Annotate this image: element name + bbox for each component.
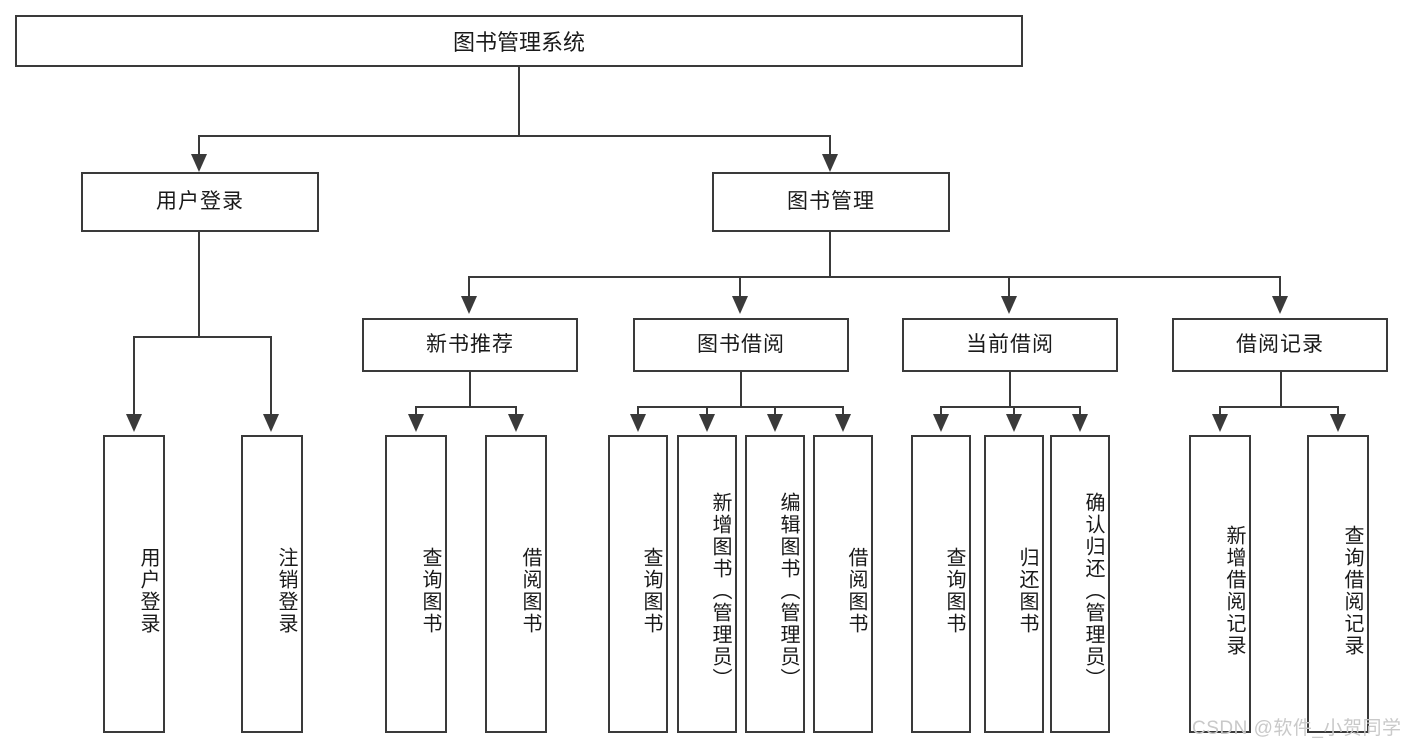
arrowhead-leaf-user-login bbox=[126, 414, 142, 432]
node-book-borrow[interactable]: 图书借阅 bbox=[633, 318, 849, 372]
arrowhead-leaf-return-book bbox=[1006, 414, 1022, 432]
arrowhead-new-book-rec bbox=[461, 296, 477, 314]
connector-cb-stem bbox=[1009, 372, 1011, 407]
connector-bm-c2 bbox=[739, 276, 741, 301]
node-leaf-query-book-b[interactable]: 查询图书 bbox=[608, 435, 668, 733]
node-leaf-borrow-book-a[interactable]: 借阅图书 bbox=[485, 435, 547, 733]
node-book-manage[interactable]: 图书管理 bbox=[712, 172, 950, 232]
node-leaf-logout-label: 注销登录 bbox=[275, 547, 297, 635]
connector-bb-bus bbox=[637, 406, 843, 408]
arrowhead-leaf-query-book-c bbox=[933, 414, 949, 432]
connector-book-manage-stem bbox=[829, 232, 831, 277]
connector-br-bus bbox=[1219, 406, 1339, 408]
node-borrow-record-label: 借阅记录 bbox=[1236, 333, 1324, 357]
connector-cb-c3 bbox=[1079, 406, 1081, 417]
node-leaf-add-book-label: 新增图书（管理员） bbox=[709, 492, 731, 690]
connector-bm-c3 bbox=[1008, 276, 1010, 301]
connector-book-manage-bus bbox=[468, 276, 1280, 278]
connector-bm-c4 bbox=[1279, 276, 1281, 301]
node-leaf-borrow-book-b-label: 借阅图书 bbox=[845, 547, 867, 635]
connector-root-to-user-login bbox=[198, 135, 200, 160]
node-new-book-rec-label: 新书推荐 bbox=[426, 333, 514, 357]
node-borrow-record[interactable]: 借阅记录 bbox=[1172, 318, 1388, 372]
node-leaf-add-record[interactable]: 新增借阅记录 bbox=[1189, 435, 1251, 733]
connector-cb-bus bbox=[940, 406, 1080, 408]
node-leaf-confirm-return[interactable]: 确认归还（管理员） bbox=[1050, 435, 1110, 733]
connector-cb-c1 bbox=[940, 406, 942, 417]
node-leaf-query-record-label: 查询借阅记录 bbox=[1341, 525, 1363, 657]
connector-nbr-bus bbox=[415, 406, 517, 408]
node-leaf-query-book-a[interactable]: 查询图书 bbox=[385, 435, 447, 733]
arrowhead-leaf-confirm-return bbox=[1072, 414, 1088, 432]
arrowhead-book-borrow bbox=[732, 296, 748, 314]
node-leaf-add-book[interactable]: 新增图书（管理员） bbox=[677, 435, 737, 733]
connector-user-login-bus bbox=[133, 336, 272, 338]
connector-br-c1 bbox=[1219, 406, 1221, 417]
node-leaf-user-login[interactable]: 用户登录 bbox=[103, 435, 165, 733]
arrowhead-current-borrow bbox=[1001, 296, 1017, 314]
arrowhead-book-manage bbox=[822, 154, 838, 172]
node-root[interactable]: 图书管理系统 bbox=[15, 15, 1023, 67]
node-leaf-query-record[interactable]: 查询借阅记录 bbox=[1307, 435, 1369, 733]
arrowhead-leaf-borrow-book-b bbox=[835, 414, 851, 432]
node-leaf-add-record-label: 新增借阅记录 bbox=[1223, 525, 1245, 657]
node-leaf-edit-book[interactable]: 编辑图书（管理员） bbox=[745, 435, 805, 733]
connector-bb-c4 bbox=[842, 406, 844, 417]
node-leaf-query-book-c-label: 查询图书 bbox=[943, 547, 965, 635]
node-leaf-edit-book-label: 编辑图书（管理员） bbox=[777, 492, 799, 690]
connector-nbr-c2 bbox=[515, 406, 517, 417]
node-new-book-rec[interactable]: 新书推荐 bbox=[362, 318, 578, 372]
connector-bm-c1 bbox=[468, 276, 470, 301]
connector-nbr-c1 bbox=[415, 406, 417, 417]
connector-root-bus bbox=[198, 135, 830, 137]
arrowhead-leaf-borrow-book-a bbox=[508, 414, 524, 432]
node-book-borrow-label: 图书借阅 bbox=[697, 333, 785, 357]
connector-br-c2 bbox=[1337, 406, 1339, 417]
connector-user-login-child2 bbox=[270, 336, 272, 417]
arrowhead-leaf-add-book bbox=[699, 414, 715, 432]
node-leaf-query-book-a-label: 查询图书 bbox=[419, 547, 441, 635]
connector-bb-c1 bbox=[637, 406, 639, 417]
node-leaf-confirm-return-label: 确认归还（管理员） bbox=[1082, 492, 1104, 690]
arrowhead-leaf-query-book-b bbox=[630, 414, 646, 432]
node-current-borrow-label: 当前借阅 bbox=[966, 333, 1054, 357]
node-user-login-label: 用户登录 bbox=[156, 190, 244, 214]
arrowhead-leaf-edit-book bbox=[767, 414, 783, 432]
csdn-watermark: CSDN @软件_小贺同学 bbox=[1192, 718, 1402, 739]
connector-bb-c3 bbox=[774, 406, 776, 417]
node-leaf-query-book-b-label: 查询图书 bbox=[640, 547, 662, 635]
connector-root-stem bbox=[518, 67, 520, 135]
arrowhead-leaf-query-record bbox=[1330, 414, 1346, 432]
node-leaf-return-book-label: 归还图书 bbox=[1016, 547, 1038, 635]
arrowhead-borrow-record bbox=[1272, 296, 1288, 314]
connector-root-to-book-manage bbox=[829, 135, 831, 160]
arrowhead-leaf-add-record bbox=[1212, 414, 1228, 432]
node-leaf-logout[interactable]: 注销登录 bbox=[241, 435, 303, 733]
connector-bb-c2 bbox=[706, 406, 708, 417]
node-book-manage-label: 图书管理 bbox=[787, 190, 875, 214]
connector-bb-stem bbox=[740, 372, 742, 407]
connector-cb-c2 bbox=[1013, 406, 1015, 417]
node-root-label: 图书管理系统 bbox=[452, 30, 585, 55]
node-leaf-user-login-label: 用户登录 bbox=[137, 547, 159, 635]
node-user-login[interactable]: 用户登录 bbox=[81, 172, 319, 232]
connector-br-stem bbox=[1280, 372, 1282, 407]
arrowhead-leaf-logout bbox=[263, 414, 279, 432]
node-leaf-query-book-c[interactable]: 查询图书 bbox=[911, 435, 971, 733]
node-leaf-borrow-book-b[interactable]: 借阅图书 bbox=[813, 435, 873, 733]
node-current-borrow[interactable]: 当前借阅 bbox=[902, 318, 1118, 372]
connector-user-login-child1 bbox=[133, 336, 135, 417]
connector-nbr-stem bbox=[469, 372, 471, 407]
arrowhead-user-login bbox=[191, 154, 207, 172]
connector-user-login-stem bbox=[198, 232, 200, 336]
arrowhead-leaf-query-book-a bbox=[408, 414, 424, 432]
node-leaf-return-book[interactable]: 归还图书 bbox=[984, 435, 1044, 733]
node-leaf-borrow-book-a-label: 借阅图书 bbox=[519, 547, 541, 635]
